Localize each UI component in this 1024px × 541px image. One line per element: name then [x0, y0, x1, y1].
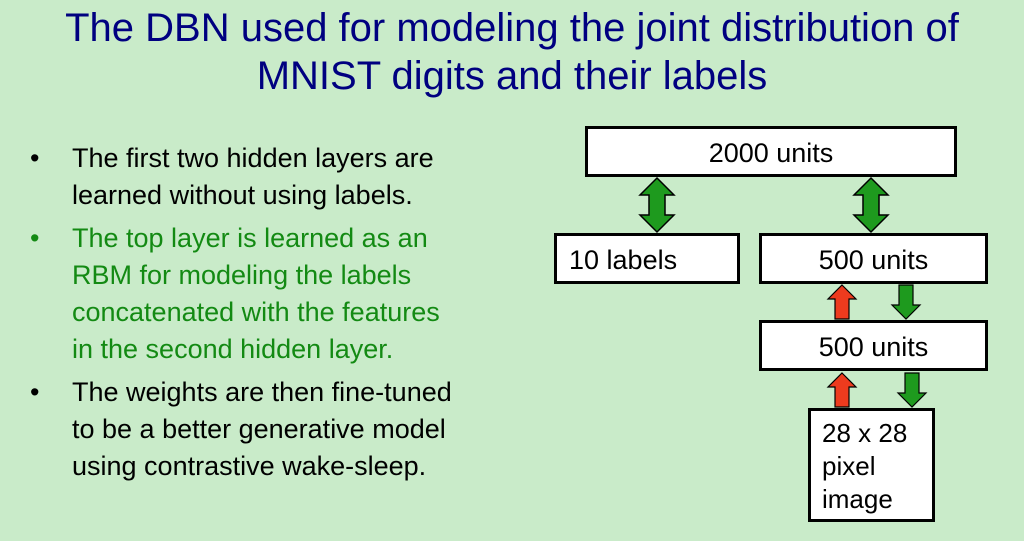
- down-arrow-generative-lower: [896, 372, 928, 408]
- bullet-item: • The top layer is learned as an RBM for…: [24, 220, 524, 368]
- bullet-symbol: •: [30, 223, 40, 253]
- up-arrow-recognition-upper: [826, 284, 858, 320]
- image-label-line: pixel: [822, 451, 876, 481]
- image-label-line: 28 x 28: [822, 418, 908, 448]
- image-label: 28 x 28 pixel image: [822, 417, 932, 516]
- top-layer-box: 2000 units: [585, 126, 957, 177]
- bidirectional-arrow-hidden2: [852, 176, 890, 234]
- bullet-line: to be a better generative model: [72, 414, 446, 444]
- bullet-line: The weights are then fine-tuned: [72, 377, 452, 407]
- labels-box: 10 labels: [554, 233, 740, 284]
- bullet-item: • The weights are then fine-tuned to be …: [24, 374, 524, 485]
- labels-label: 10 labels: [569, 245, 678, 275]
- bullet-symbol: •: [30, 377, 40, 407]
- image-box: 28 x 28 pixel image: [808, 408, 935, 522]
- bullet-line: The top layer is learned as an: [72, 223, 428, 253]
- bidirectional-arrow-labels: [638, 176, 676, 234]
- hidden2-label: 500 units: [818, 245, 929, 275]
- bullet-line: using contrastive wake-sleep.: [72, 451, 427, 481]
- up-arrow-recognition-lower: [826, 372, 858, 408]
- slide-title: The DBN used for modeling the joint dist…: [0, 4, 1024, 100]
- hidden1-box: 500 units: [759, 320, 988, 371]
- slide-title-line: The DBN used for modeling the joint dist…: [65, 6, 959, 50]
- bullet-line: concatenated with the features: [72, 297, 440, 327]
- bullet-symbol: •: [30, 143, 40, 173]
- bullet-list: • The first two hidden layers are learne…: [24, 140, 524, 491]
- hidden2-box: 500 units: [759, 233, 988, 284]
- hidden1-label: 500 units: [818, 332, 929, 362]
- bullet-line: in the second hidden layer.: [72, 334, 394, 364]
- bullet-item: • The first two hidden layers are learne…: [24, 140, 524, 214]
- down-arrow-generative-upper: [890, 284, 922, 320]
- top-layer-label: 2000 units: [708, 138, 834, 168]
- bullet-line: The first two hidden layers are: [72, 143, 434, 173]
- bullet-line: learned without using labels.: [72, 180, 413, 210]
- image-label-line: image: [822, 484, 893, 514]
- slide-title-line: MNIST digits and their labels: [256, 54, 768, 98]
- bullet-line: RBM for modeling the labels: [72, 260, 412, 290]
